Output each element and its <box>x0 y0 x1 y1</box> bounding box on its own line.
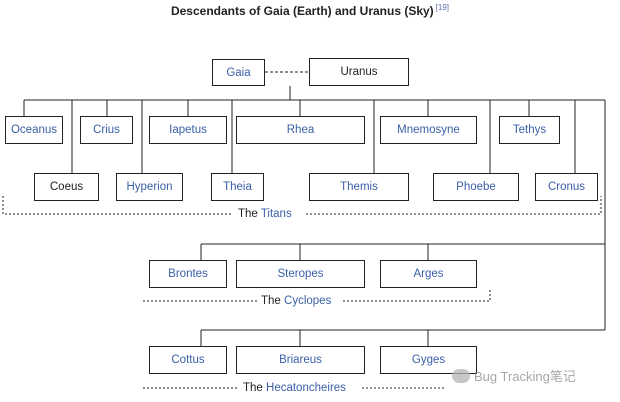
node-tethys[interactable]: Tethys <box>499 116 560 144</box>
titans-label-prefix: The <box>238 208 261 220</box>
node-coeus-label: Coeus <box>49 181 84 193</box>
node-cronus[interactable]: Cronus <box>535 173 598 201</box>
node-brontes-label: Brontes <box>168 268 208 280</box>
node-hyperion-label: Hyperion <box>126 181 173 193</box>
hecatoncheires-label-prefix: The <box>243 382 267 394</box>
cyclopes-link[interactable]: Cyclopes <box>284 295 332 307</box>
node-rhea-label: Rhea <box>286 124 315 136</box>
node-theia-label: Theia <box>223 181 252 193</box>
node-cottus[interactable]: Cottus <box>149 346 227 374</box>
node-rhea[interactable]: Rhea <box>236 116 365 144</box>
cyclopes-label-prefix: The <box>261 295 285 307</box>
node-tethys-label: Tethys <box>512 124 547 136</box>
node-phoebe-label: Phoebe <box>456 181 496 193</box>
diagram-title: Descendants of Gaia (Earth) and Uranus (… <box>0 0 620 19</box>
node-mnemosyne[interactable]: Mnemosyne <box>380 116 477 144</box>
node-crius-label: Crius <box>93 124 120 136</box>
node-steropes-label: Steropes <box>277 268 324 280</box>
node-briareus-label: Briareus <box>279 354 322 366</box>
node-cronus-label: Cronus <box>547 181 586 193</box>
node-crius[interactable]: Crius <box>80 116 133 144</box>
node-arges-label: Arges <box>413 268 444 280</box>
hecatoncheires-link[interactable]: Hecatoncheires <box>266 382 346 394</box>
node-uranus-label: Uranus <box>340 66 378 78</box>
node-cottus-label: Cottus <box>171 354 205 366</box>
node-theia[interactable]: Theia <box>211 173 264 201</box>
node-hyperion[interactable]: Hyperion <box>116 173 183 201</box>
node-uranus: Uranus <box>309 58 409 86</box>
citation-link[interactable]: [19] <box>435 3 450 12</box>
title-text: Descendants of Gaia (Earth) and Uranus (… <box>170 4 434 18</box>
group-label-cyclopes: The Cyclopes <box>261 295 331 307</box>
node-phoebe[interactable]: Phoebe <box>433 173 519 201</box>
node-iapetus-label: Iapetus <box>169 124 207 136</box>
node-gaia-label: Gaia <box>226 66 251 79</box>
node-coeus[interactable]: Coeus <box>34 173 99 201</box>
node-gaia[interactable]: Gaia <box>212 59 265 86</box>
node-arges[interactable]: Arges <box>380 260 477 288</box>
node-mnemosyne-label: Mnemosyne <box>397 124 460 136</box>
node-briareus[interactable]: Briareus <box>236 346 365 374</box>
watermark-text: Bug Tracking笔记 <box>474 369 576 384</box>
node-steropes[interactable]: Steropes <box>236 260 365 288</box>
titans-link[interactable]: Titans <box>260 208 292 220</box>
node-gyges-label: Gyges <box>411 354 446 366</box>
watermark: Bug Tracking笔记 <box>452 366 576 385</box>
node-themis[interactable]: Themis <box>309 173 409 201</box>
wechat-icon <box>452 369 470 383</box>
node-themis-label: Themis <box>340 181 378 193</box>
node-brontes[interactable]: Brontes <box>149 260 227 288</box>
node-iapetus[interactable]: Iapetus <box>149 116 227 144</box>
node-oceanus-label: Oceanus <box>10 124 58 136</box>
node-oceanus[interactable]: Oceanus <box>5 116 63 144</box>
group-label-hecatoncheires: The Hecatoncheires <box>243 382 346 394</box>
group-label-titans: The Titans <box>238 208 292 220</box>
